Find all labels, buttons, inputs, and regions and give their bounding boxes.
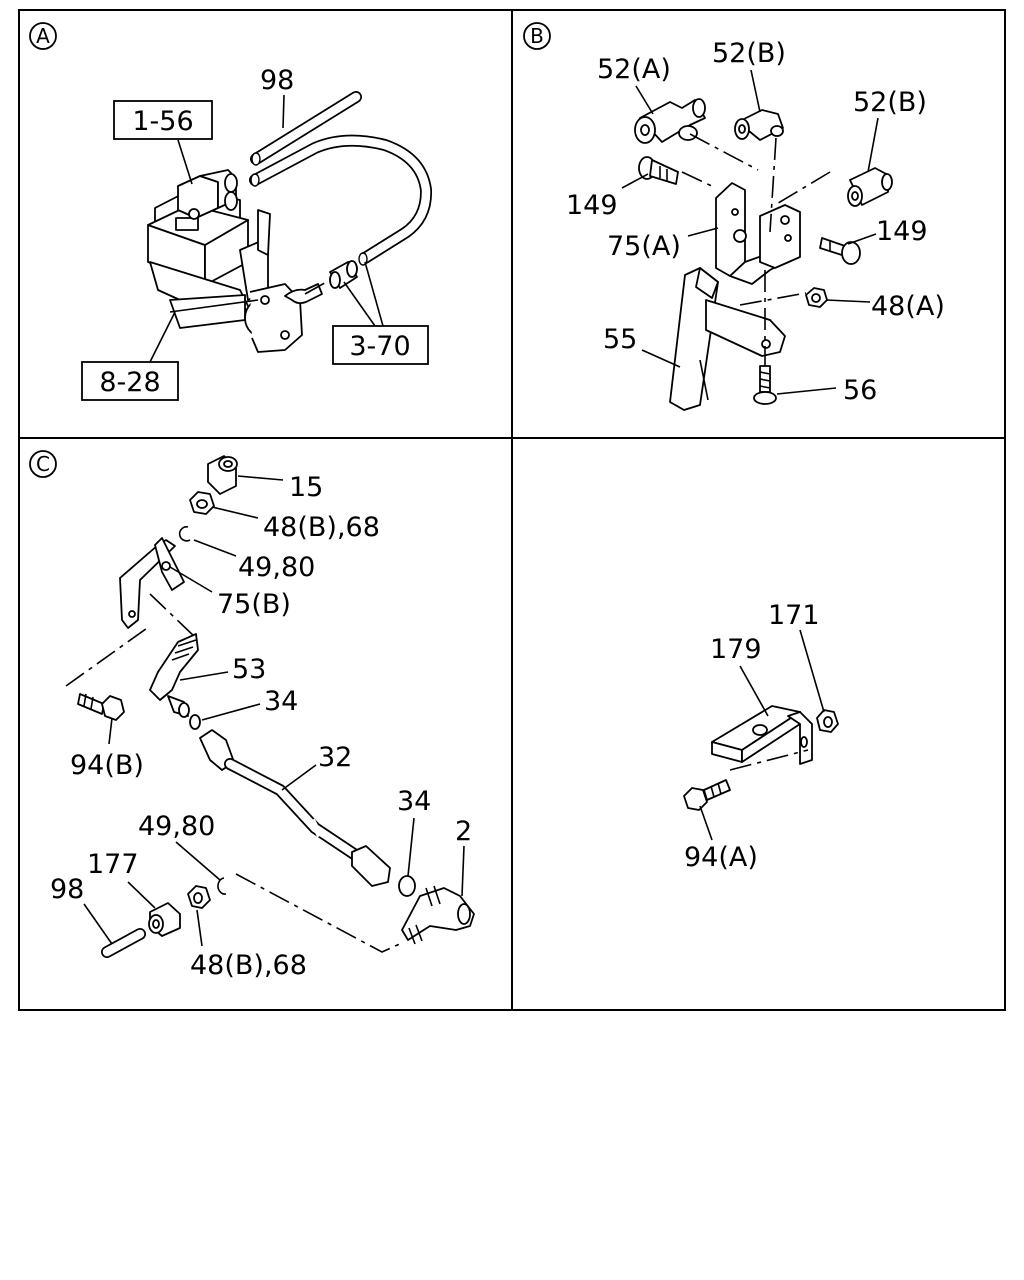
washer-34-upper xyxy=(189,714,201,730)
label-53: 53 xyxy=(232,654,266,685)
bolt-94a xyxy=(683,779,731,811)
label-49-80-upper: 49,80 xyxy=(238,552,315,583)
bushing-177 xyxy=(148,902,181,937)
label-55: 55 xyxy=(603,324,637,355)
label-75b: 75(B) xyxy=(217,589,291,620)
panel-c-badge: C xyxy=(29,450,57,478)
panel-b-badge: B xyxy=(523,22,551,50)
diagram-frame xyxy=(18,9,1006,1011)
bracket-179 xyxy=(711,705,813,765)
panel-c-badge-letter: C xyxy=(36,452,50,476)
label-149-right: 149 xyxy=(876,216,928,247)
panel-b: B xyxy=(523,22,945,411)
nut-48a xyxy=(805,287,828,308)
panel-c-dash-lines xyxy=(65,593,405,953)
bolt-149-right xyxy=(819,237,861,265)
pedal-55 xyxy=(669,267,786,411)
panel-b-leaders xyxy=(621,69,879,395)
label-34-upper: 34 xyxy=(264,686,298,717)
label-15: 15 xyxy=(289,472,323,503)
label-177: 177 xyxy=(87,849,139,880)
panel-d-dash-line xyxy=(729,749,809,771)
pipe-32 xyxy=(199,729,391,887)
panel-d: 171 179 94(A) xyxy=(683,600,839,873)
tee-fitting-52a xyxy=(634,98,706,144)
label-52b-upper: 52(B) xyxy=(712,38,786,69)
label-32: 32 xyxy=(318,742,352,773)
panel-a: A xyxy=(29,22,433,401)
label-8-28: 8-28 xyxy=(99,367,160,398)
elbow-fitting-53 xyxy=(149,633,199,718)
bolt-94b xyxy=(77,693,125,721)
label-171: 171 xyxy=(768,600,820,631)
hose-coupler xyxy=(304,260,358,295)
hose-98-small xyxy=(101,928,146,958)
panel-d-leaders xyxy=(699,629,825,841)
tee-fitting-52b-upper xyxy=(734,109,784,141)
label-75a: 75(A) xyxy=(607,231,681,262)
label-3-70: 3-70 xyxy=(349,331,410,362)
label-48b-68-lower: 48(B),68 xyxy=(190,950,307,981)
bracket-75a xyxy=(715,182,801,285)
label-56: 56 xyxy=(843,375,877,406)
callout-box-3-70: 3-70 xyxy=(332,325,429,365)
hose-98 xyxy=(250,91,362,166)
nut-48b-68-upper xyxy=(189,491,215,515)
label-149-left: 149 xyxy=(566,190,618,221)
label-1-56: 1-56 xyxy=(132,106,193,137)
bolt-56 xyxy=(753,365,777,405)
label-52b-right: 52(B) xyxy=(853,87,927,118)
valve-assembly xyxy=(147,169,323,353)
label-179: 179 xyxy=(710,634,762,665)
label-98: 98 xyxy=(260,65,294,96)
bracket-75b xyxy=(119,537,185,629)
nut-48b-68-lower xyxy=(187,885,211,909)
panel-b-dash-lines xyxy=(681,133,831,366)
label-94b: 94(B) xyxy=(70,750,144,781)
panel-b-badge-letter: B xyxy=(530,24,544,48)
nut-171 xyxy=(816,709,839,733)
label-94a: 94(A) xyxy=(684,842,758,873)
panel-c-leaders xyxy=(83,475,465,947)
callout-box-8-28: 8-28 xyxy=(81,361,179,401)
clip-49-80-lower xyxy=(217,877,227,895)
panel-a-badge: A xyxy=(29,22,57,50)
panel-a-badge-letter: A xyxy=(36,24,50,48)
label-49-80-lower: 49,80 xyxy=(138,811,215,842)
panel-c: C xyxy=(29,450,475,981)
callout-box-1-56: 1-56 xyxy=(113,100,213,140)
washer-34-lower xyxy=(398,875,416,897)
label-48a: 48(A) xyxy=(871,291,945,322)
label-2: 2 xyxy=(455,816,472,847)
label-34-lower: 34 xyxy=(397,786,431,817)
label-48b-68-upper: 48(B),68 xyxy=(263,512,380,543)
clip-49-80-upper xyxy=(178,526,191,542)
tee-fitting-52b-right xyxy=(847,167,893,207)
bushing-15 xyxy=(207,455,238,495)
label-98-small: 98 xyxy=(50,874,84,905)
label-52a: 52(A) xyxy=(597,54,671,85)
pipe-loop xyxy=(249,134,433,266)
panel-a-leaders xyxy=(149,94,384,363)
fitting-2 xyxy=(401,885,475,945)
bolt-149-left xyxy=(638,156,679,185)
